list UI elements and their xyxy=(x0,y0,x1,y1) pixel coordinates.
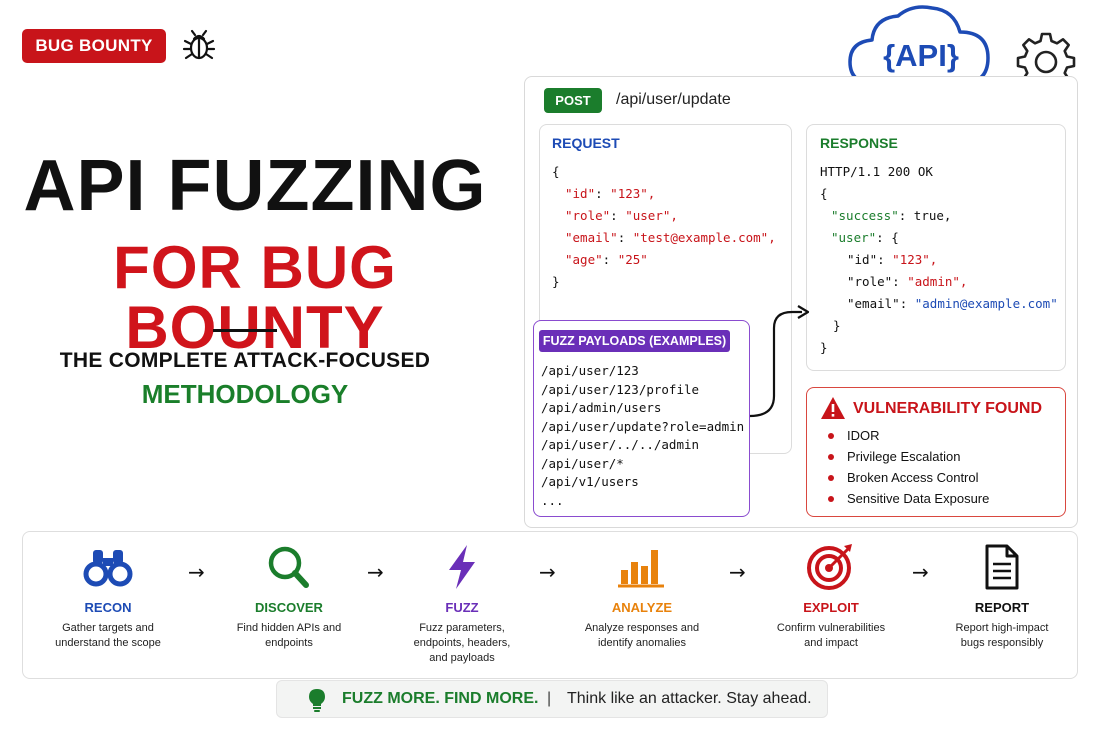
step-exploit: EXPLOIT Confirm vulnerabilities and impa… xyxy=(756,544,906,651)
subtitle-line-2: METHODOLOGY xyxy=(141,379,349,409)
fuzz-payload: /api/v1/users xyxy=(541,474,639,489)
vulnerability-item: Broken Access Control xyxy=(828,470,979,485)
connector-arrow xyxy=(749,305,810,418)
step-desc: and impact xyxy=(804,637,858,649)
footer-tagline: Think like an attacker. Stay ahead. xyxy=(567,690,812,707)
step-desc: endpoints, headers, xyxy=(413,637,511,649)
http-method-badge: POST xyxy=(544,88,602,113)
warning-icon xyxy=(821,397,845,419)
arrow-right-icon: → xyxy=(367,560,384,584)
step-label: EXPLOIT xyxy=(803,600,859,615)
step-label: FUZZ xyxy=(445,600,479,615)
step-discover: DISCOVER Find hidden APIs and endpoints xyxy=(214,544,364,651)
response-user-close: } xyxy=(833,318,841,333)
fuzz-payload: ... xyxy=(541,492,564,508)
bullet-icon xyxy=(828,432,834,439)
request-line: "id": "123", xyxy=(565,186,656,201)
response-title: RESPONSE xyxy=(820,135,898,151)
response-field: "id": "123", xyxy=(847,252,938,267)
arrow-right-icon: → xyxy=(539,560,556,584)
bug-icon xyxy=(182,29,216,60)
step-desc: identify anomalies xyxy=(597,637,687,649)
document-icon xyxy=(985,544,1019,590)
bullet-icon xyxy=(828,453,834,460)
vulnerability-item: Privilege Escalation xyxy=(828,449,960,464)
step-recon: RECON Gather targets and understand the … xyxy=(33,544,183,651)
step-label: DISCOVER xyxy=(255,600,323,615)
lightbulb-icon xyxy=(309,689,325,712)
step-desc: understand the scope xyxy=(55,637,161,649)
methodology-steps xyxy=(22,531,1078,679)
title-divider xyxy=(213,329,277,332)
step-report: REPORT Report high-impact bugs responsib… xyxy=(927,544,1077,651)
step-label: ANALYZE xyxy=(611,600,673,615)
step-label: RECON xyxy=(84,600,132,615)
response-close-brace: } xyxy=(820,340,828,355)
arrow-right-icon: → xyxy=(188,560,205,584)
bullet-icon xyxy=(828,495,834,502)
binoculars-icon xyxy=(83,550,133,587)
step-fuzz: FUZZ Fuzz parameters, endpoints, headers… xyxy=(387,544,537,666)
step-label: REPORT xyxy=(974,600,1030,615)
response-box xyxy=(806,124,1066,371)
step-desc: Confirm vulnerabilities xyxy=(776,622,886,634)
step-desc: bugs responsibly xyxy=(960,637,1044,649)
fuzz-payload: /api/user/../../admin xyxy=(541,437,700,452)
footer-separator: | xyxy=(547,690,552,707)
step-desc: Fuzz parameters, xyxy=(419,622,505,634)
request-open-brace: { xyxy=(552,164,560,179)
magnifier-icon xyxy=(268,546,309,588)
footer-banner xyxy=(276,680,828,718)
fuzz-payloads-title: FUZZ PAYLOADS (EXAMPLES) xyxy=(539,330,730,352)
fuzz-payload: /api/user/* xyxy=(541,455,624,471)
step-desc: Analyze responses and xyxy=(584,622,700,634)
arrow-right-icon: → xyxy=(729,560,746,584)
step-desc: endpoints xyxy=(265,637,313,649)
vulnerability-item: IDOR xyxy=(828,428,880,443)
request-line: "role": "user", xyxy=(565,208,678,223)
api-cloud-icon: {API} xyxy=(848,5,990,86)
response-open-brace: { xyxy=(820,186,828,201)
fuzz-payload: /api/user/123 xyxy=(541,363,639,378)
fuzz-payloads-box xyxy=(533,320,750,517)
response-field: "email": "admin@example.com" xyxy=(847,296,1058,311)
step-desc: and payloads xyxy=(429,652,495,664)
target-icon xyxy=(807,544,852,590)
fuzz-payload: /api/admin/users xyxy=(541,400,662,415)
fuzz-payload: /api/user/update?role=admin xyxy=(541,418,745,434)
request-line: "email": "test@example.com", xyxy=(565,230,776,245)
step-desc: Report high-impact xyxy=(955,622,1049,634)
request-close-brace: } xyxy=(552,274,560,289)
bar-chart-icon xyxy=(618,550,664,588)
api-cloud-label: {API} xyxy=(883,38,959,73)
response-field: "role": "admin", xyxy=(847,274,968,289)
step-desc: Gather targets and xyxy=(62,622,154,634)
title-line-1: API FUZZING xyxy=(23,146,487,226)
title-line-2: FOR BUG BOUNTY xyxy=(113,234,397,361)
vulnerability-title: VULNERABILITY FOUND xyxy=(853,400,1043,417)
request-line: "age": "25" xyxy=(565,252,648,267)
response-success-line: "success": true, xyxy=(831,208,952,223)
arrow-right-icon: → xyxy=(912,560,929,584)
bug-bounty-badge: BUG BOUNTY xyxy=(22,29,166,63)
vulnerability-box xyxy=(806,387,1066,517)
request-title: REQUEST xyxy=(552,135,620,151)
bullet-icon xyxy=(828,474,834,481)
endpoint-path: /api/user/update xyxy=(616,91,731,108)
response-status: HTTP/1.1 200 OK xyxy=(820,164,933,179)
vulnerability-item: Sensitive Data Exposure xyxy=(828,491,989,506)
footer-slogan: FUZZ MORE. FIND MORE. xyxy=(342,690,539,707)
subtitle-line-1: THE COMPLETE ATTACK-FOCUSED xyxy=(59,349,431,372)
step-analyze: ANALYZE Analyze responses and identify a… xyxy=(567,544,717,651)
response-user-line: "user": { xyxy=(831,230,899,245)
lightning-icon xyxy=(449,545,475,589)
fuzz-payload: /api/user/123/profile xyxy=(541,381,700,397)
step-desc: Find hidden APIs and xyxy=(236,622,342,634)
